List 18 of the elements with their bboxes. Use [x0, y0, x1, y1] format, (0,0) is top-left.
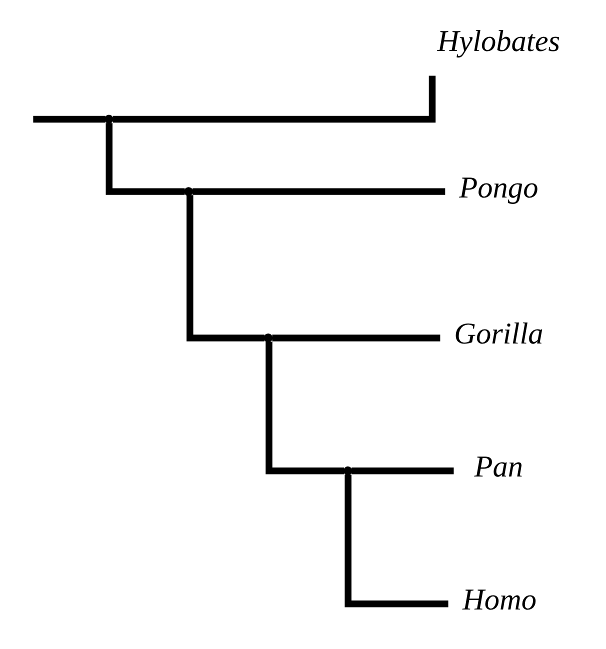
node-text: Pan — [474, 450, 523, 484]
node-point — [184, 187, 193, 196]
node-point — [342, 466, 352, 476]
node-text: Gorilla — [454, 316, 543, 351]
node-text: Pongo — [458, 170, 538, 204]
connector — [265, 342, 344, 474]
connector — [344, 474, 448, 608]
node-text: Homo — [462, 582, 536, 617]
connector — [32, 116, 105, 123]
connector — [192, 188, 445, 195]
connector — [186, 195, 264, 342]
connector — [351, 468, 454, 474]
node-point — [263, 333, 272, 342]
connector — [272, 334, 440, 342]
node-text: Hylobates — [436, 24, 560, 58]
connector — [112, 76, 436, 123]
connector — [105, 123, 184, 195]
node-point — [104, 114, 113, 124]
